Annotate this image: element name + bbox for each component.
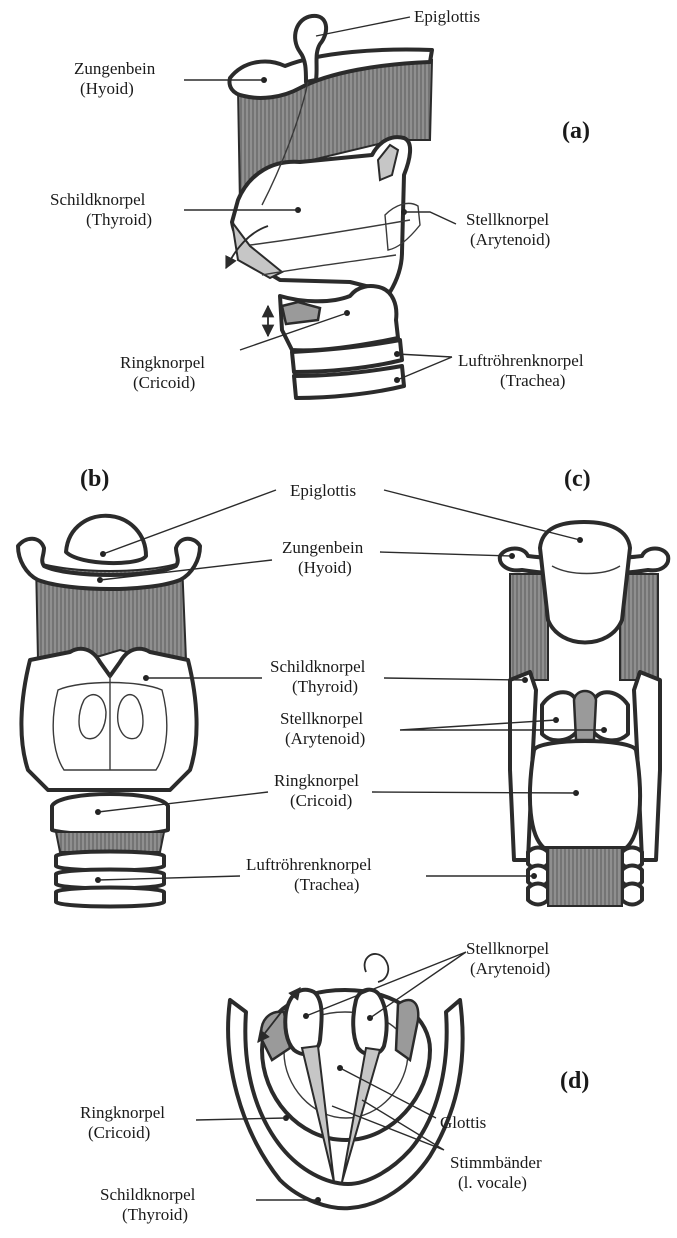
panel-a-tag: (a) (562, 118, 590, 144)
bc-leader-epiglottis-c (384, 490, 580, 540)
bc-label-hyoid-de: Zungenbein (282, 538, 364, 557)
d-rotation-arrow (365, 954, 389, 982)
c-arytenoid-left (542, 692, 578, 740)
d-label-vocal-de: Stimmbänder (450, 1153, 542, 1172)
bc-leader-thyroid-c (384, 678, 525, 680)
bc-label-cricoid-lat: (Cricoid) (290, 791, 352, 810)
d-label-cricoid-lat: (Cricoid) (88, 1123, 150, 1142)
d-label-arytenoid-lat: (Arytenoid) (470, 959, 550, 978)
bc-label-arytenoid-lat: (Arytenoid) (285, 729, 365, 748)
a-label-thyroid-lat: (Thyroid) (86, 210, 152, 229)
a-label-trachea-lat: (Trachea) (500, 371, 565, 390)
panel-d: Stellknorpel (Arytenoid) Glottis Stimmbä… (80, 939, 589, 1224)
d-label-glottis: Glottis (440, 1113, 486, 1132)
a-label-trachea-de: Luftröhrenknorpel (458, 351, 584, 370)
a-label-arytenoid-lat: (Arytenoid) (470, 230, 550, 249)
a-label-cricoid-lat: (Cricoid) (133, 373, 195, 392)
b-epiglottis (66, 516, 146, 563)
a-leader-trachea (397, 354, 452, 380)
a-label-hyoid-lat: (Hyoid) (80, 79, 134, 98)
c-trachea-membrane (548, 848, 622, 906)
panel-b: (b) (18, 466, 200, 907)
panel-d-tag: (d) (560, 1068, 589, 1094)
c-trachea-ring-3 (528, 884, 548, 905)
d-label-vocal-lat: (l. vocale) (458, 1173, 527, 1192)
b-cricoid-band (56, 832, 164, 852)
bc-label-trachea-de: Luftröhrenknorpel (246, 855, 372, 874)
c-arytenoid-right (592, 692, 628, 740)
bc-label-hyoid-lat: (Hyoid) (298, 558, 352, 577)
d-arytenoid-right (353, 990, 386, 1055)
bc-leader-cricoid-c (372, 792, 576, 793)
bc-label-cricoid-de: Ringknorpel (274, 771, 359, 790)
d-label-arytenoid-de: Stellknorpel (466, 939, 549, 958)
a-label-hyoid-de: Zungenbein (74, 59, 156, 78)
c-membrane-left (510, 574, 548, 680)
c-cricoid (530, 741, 640, 848)
c-epiglottis (540, 522, 630, 643)
d-label-thyroid-de: Schildknorpel (100, 1185, 196, 1204)
a-leader-epiglottis (316, 17, 410, 36)
bc-label-arytenoid-de: Stellknorpel (280, 709, 363, 728)
a-cricothyroid-membrane (282, 302, 320, 324)
a-label-epiglottis: Epiglottis (414, 7, 480, 26)
bc-label-epiglottis: Epiglottis (290, 481, 356, 500)
a-label-cricoid-de: Ringknorpel (120, 353, 205, 372)
panel-c-tag: (c) (564, 466, 591, 492)
d-leader-cricoid (196, 1118, 286, 1120)
bc-label-thyroid-lat: (Thyroid) (292, 677, 358, 696)
b-trachea-ring-3 (56, 888, 164, 907)
bc-label-thyroid-de: Schildknorpel (270, 657, 366, 676)
c-interarytenoid (574, 691, 596, 740)
panel-b-tag: (b) (80, 466, 109, 492)
b-thyroid (21, 649, 196, 790)
bc-leader-hyoid-c (380, 552, 512, 556)
b-cricoid (52, 794, 168, 835)
a-label-thyroid-de: Schildknorpel (50, 190, 146, 209)
bc-label-trachea-lat: (Trachea) (294, 875, 359, 894)
c-trachea-ring-6 (622, 884, 642, 905)
d-label-thyroid-lat: (Thyroid) (122, 1205, 188, 1224)
a-leader-arytenoid (404, 212, 456, 224)
panel-a: Epiglottis Zungenbein (Hyoid) Schildknor… (50, 7, 590, 398)
panel-c: (c) (500, 466, 668, 906)
d-label-cricoid-de: Ringknorpel (80, 1103, 165, 1122)
a-label-arytenoid-de: Stellknorpel (466, 210, 549, 229)
